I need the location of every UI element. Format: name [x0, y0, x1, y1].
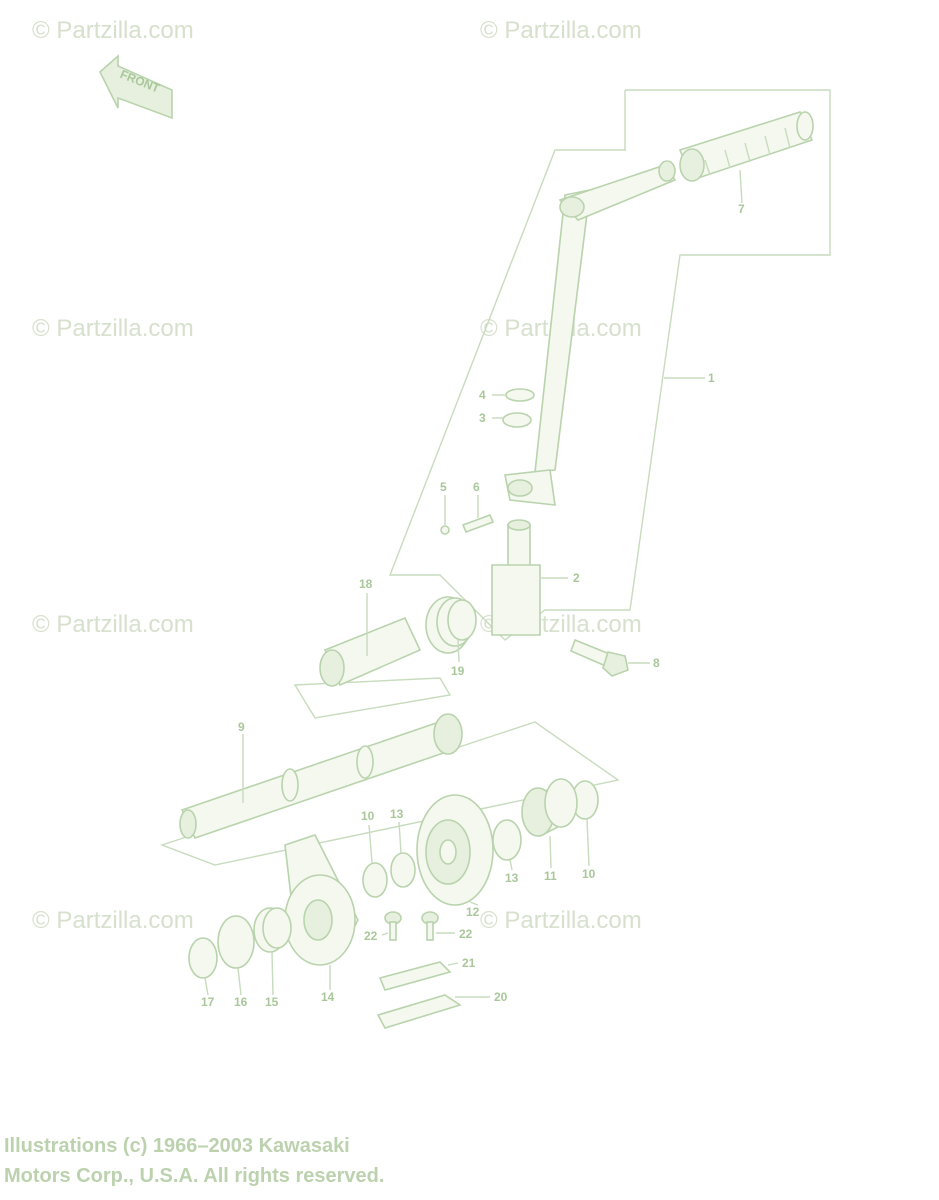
callout-1: 1 — [708, 371, 715, 385]
watermark: © Partzilla.com — [480, 17, 642, 44]
callout-22: 22 — [459, 927, 473, 941]
front-arrow-icon: FRONT — [99, 54, 173, 120]
callouts: 1 2 3 4 5 6 7 8 9 10 10 11 12 13 13 14 1… — [201, 202, 745, 1009]
callout-19: 19 — [451, 664, 465, 678]
ratchet-14 — [284, 834, 359, 966]
collar-11 — [521, 778, 578, 838]
callout-17: 17 — [201, 995, 215, 1009]
washer-3 — [502, 412, 532, 428]
callout-13: 13 — [505, 871, 519, 885]
callout-8: 8 — [653, 656, 660, 670]
assembly-outline-18-19 — [293, 677, 452, 719]
watermark: © Partzilla.com — [32, 315, 194, 342]
bolt-8 — [569, 638, 629, 677]
leader-lines — [204, 169, 743, 998]
watermark: © Partzilla.com — [480, 907, 642, 934]
spring-6 — [461, 513, 495, 534]
callout-15: 15 — [265, 995, 279, 1009]
watermark: © Partzilla.com — [32, 17, 194, 44]
washer-10-left — [362, 862, 388, 898]
callout-16: 16 — [234, 995, 248, 1009]
bolt-22-right — [421, 911, 439, 941]
copyright-line-2: Motors Corp., U.S.A. All rights reserved… — [4, 1165, 385, 1187]
kick-gear-12 — [416, 794, 494, 906]
spring-15 — [253, 907, 292, 953]
callout-10: 10 — [361, 809, 375, 823]
callout-2: 2 — [573, 571, 580, 585]
kick-pedal-arm — [504, 160, 677, 506]
callout-21: 21 — [462, 956, 476, 970]
watermark: © Partzilla.com — [32, 611, 194, 638]
ball-5 — [440, 525, 450, 535]
callout-7: 7 — [738, 202, 745, 216]
spring-19 — [425, 596, 477, 654]
callout-4: 4 — [479, 388, 486, 402]
washer-4 — [505, 388, 535, 402]
washer-13-left — [390, 852, 416, 888]
callout-11: 11 — [544, 869, 557, 883]
copyright-notice: Illustrations (c) 1966–2003 Kawasaki Mot… — [4, 1131, 384, 1191]
callout-6: 6 — [473, 480, 480, 494]
copyright-line-1: Illustrations (c) 1966–2003 Kawasaki — [4, 1135, 350, 1157]
callout-18: 18 — [359, 577, 373, 591]
callout-5: 5 — [440, 480, 447, 494]
callout-14: 14 — [321, 990, 335, 1004]
washer-13-right — [492, 819, 522, 861]
callout-9: 9 — [238, 720, 245, 734]
pedal-shaft-2 — [491, 519, 541, 636]
circlip-17 — [188, 937, 218, 979]
callout-12: 12 — [466, 905, 480, 919]
assembly-outline-1 — [388, 89, 831, 641]
plate-21 — [378, 961, 452, 991]
kick-shaft-9 — [179, 713, 463, 839]
callout-13: 13 — [390, 807, 404, 821]
callout-3: 3 — [479, 411, 486, 425]
bolt-22-left — [384, 911, 402, 941]
watermark: © Partzilla.com — [32, 907, 194, 934]
callout-22: 22 — [364, 929, 378, 943]
callout-20: 20 — [494, 990, 508, 1004]
pedal-rubber — [678, 111, 814, 182]
sleeve-18 — [319, 616, 422, 687]
guide-20 — [376, 994, 462, 1029]
callout-10: 10 — [582, 867, 596, 881]
washer-16 — [217, 915, 255, 969]
